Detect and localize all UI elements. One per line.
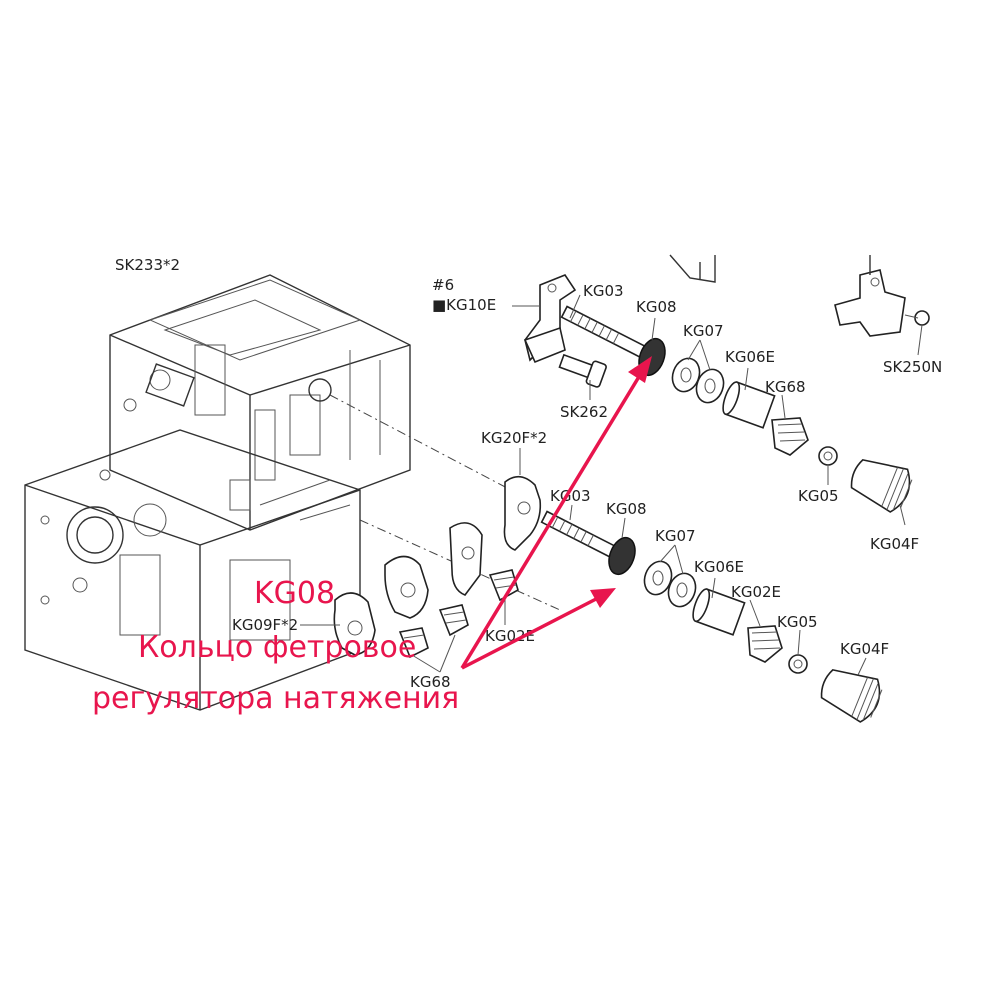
- top-tension-assembly: [523, 274, 913, 513]
- bottom-tension-assembly: [503, 475, 883, 723]
- label-hash6: #6: [432, 276, 454, 294]
- part-labels: SK233*2 #6 ■KG10E KG03 KG08 KG07 KG06E K…: [115, 256, 942, 691]
- label-kg10e: ■KG10E: [432, 296, 496, 314]
- label-kg08-bot: KG08: [606, 500, 647, 518]
- front-plates: [333, 522, 519, 659]
- label-kg68-bot: KG68: [410, 673, 451, 691]
- annotation: KG08 Кольцо фетровое регулятора натяжени…: [92, 356, 652, 716]
- upper-fragments: [669, 254, 930, 337]
- label-kg04f-top: KG04F: [870, 535, 919, 553]
- label-kg03-bot: KG03: [550, 487, 591, 505]
- label-kg09f: KG09F*2: [232, 616, 298, 634]
- label-sk250n: SK250N: [883, 358, 942, 376]
- label-kg04f-bot: KG04F: [840, 640, 889, 658]
- label-kg06e-top: KG06E: [725, 348, 775, 366]
- label-kg05-top: KG05: [798, 487, 839, 505]
- label-kg68-top: KG68: [765, 378, 806, 396]
- label-kg20f: KG20F*2: [481, 429, 547, 447]
- leader-lines: [300, 294, 923, 676]
- label-sk262: SK262: [560, 403, 608, 421]
- label-kg02e-left: KG02E: [485, 627, 535, 645]
- centerline-top: [329, 394, 531, 501]
- label-kg08-top: KG08: [636, 298, 677, 316]
- label-kg03-top: KG03: [583, 282, 624, 300]
- annotation-line1: Кольцо фетровое: [138, 630, 416, 665]
- annotation-code: KG08: [254, 576, 335, 611]
- annotation-line2: регулятора натяжения: [92, 681, 459, 716]
- label-kg06e-bot: KG06E: [694, 558, 744, 576]
- label-kg05-bot: KG05: [777, 613, 818, 631]
- label-kg02e-right: KG02E: [731, 583, 781, 601]
- label-kg07-bot: KG07: [655, 527, 696, 545]
- label-kg07-top: KG07: [683, 322, 724, 340]
- label-sk233: SK233*2: [115, 256, 180, 274]
- machine-body: [24, 274, 411, 711]
